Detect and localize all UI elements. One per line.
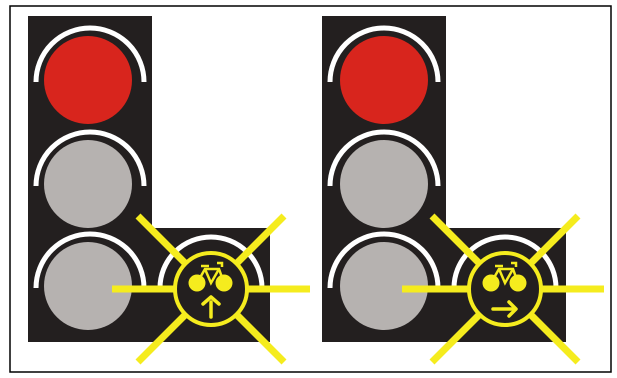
main-signal-head-left bbox=[28, 16, 270, 342]
lamp-visor bbox=[33, 25, 147, 83]
lamp-visor bbox=[33, 231, 147, 289]
arrow-up-icon bbox=[201, 295, 221, 319]
lamp-visor bbox=[451, 234, 559, 289]
lamp-visor bbox=[327, 25, 441, 83]
amber-lamp bbox=[340, 140, 428, 228]
signal-right bbox=[322, 16, 604, 365]
red-lamp bbox=[340, 36, 428, 124]
lamp-visor bbox=[327, 231, 441, 289]
auxiliary-lamp-disc bbox=[467, 251, 543, 327]
bicycle-icon bbox=[482, 261, 527, 292]
signal-left bbox=[28, 16, 310, 365]
lamp-visor bbox=[33, 129, 147, 187]
amber-lamp bbox=[44, 140, 132, 228]
green-lamp bbox=[340, 242, 428, 330]
lamp-visor bbox=[157, 234, 265, 289]
red-lamp bbox=[44, 36, 132, 124]
lamp-visor bbox=[327, 129, 441, 187]
auxiliary-lamp-left bbox=[112, 213, 310, 365]
auxiliary-lamp-right bbox=[402, 213, 604, 365]
bicycle-icon bbox=[188, 261, 233, 292]
green-lamp bbox=[44, 242, 132, 330]
arrow-right-icon bbox=[491, 300, 518, 318]
auxiliary-lamp-disc bbox=[173, 251, 249, 327]
